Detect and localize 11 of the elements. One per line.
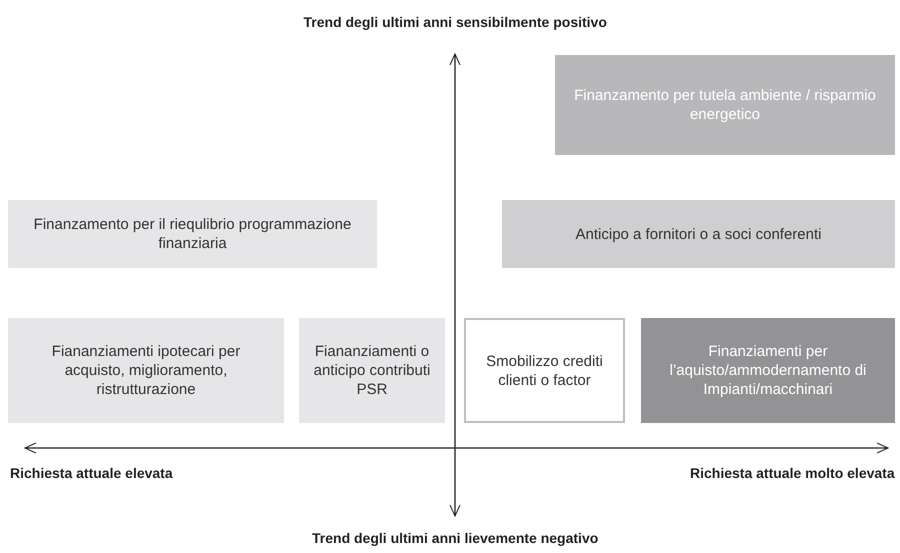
category-box: Finanziamenti per l’aquisto/ammodernamento di Impianti/macchinari bbox=[641, 318, 895, 423]
category-box: Fiananziamenti o anticipo contributi PSR bbox=[299, 318, 445, 423]
category-box: Finanzamento per il riequlibrio programmazione finanziaria bbox=[8, 200, 377, 268]
category-box: Smobilizzo crediti clienti o factor bbox=[464, 318, 625, 423]
axis-label: Trend degli ultimi anni lievemente negativo bbox=[312, 530, 598, 546]
axis-label: Trend degli ultimi anni sensibilmente positivo bbox=[304, 14, 607, 30]
axis-label: Richiesta attuale elevata bbox=[10, 465, 173, 481]
category-box: Fiananziamenti ipotecari per acquisto, miglioramento, ristrutturazione bbox=[8, 318, 284, 423]
category-box: Finanzamento per tutela ambiente / risparmio energetico bbox=[555, 55, 895, 155]
axis-label: Richiesta attuale molto elevata bbox=[690, 465, 895, 481]
category-box: Anticipo a fornitori o a soci conferenti bbox=[502, 200, 895, 268]
